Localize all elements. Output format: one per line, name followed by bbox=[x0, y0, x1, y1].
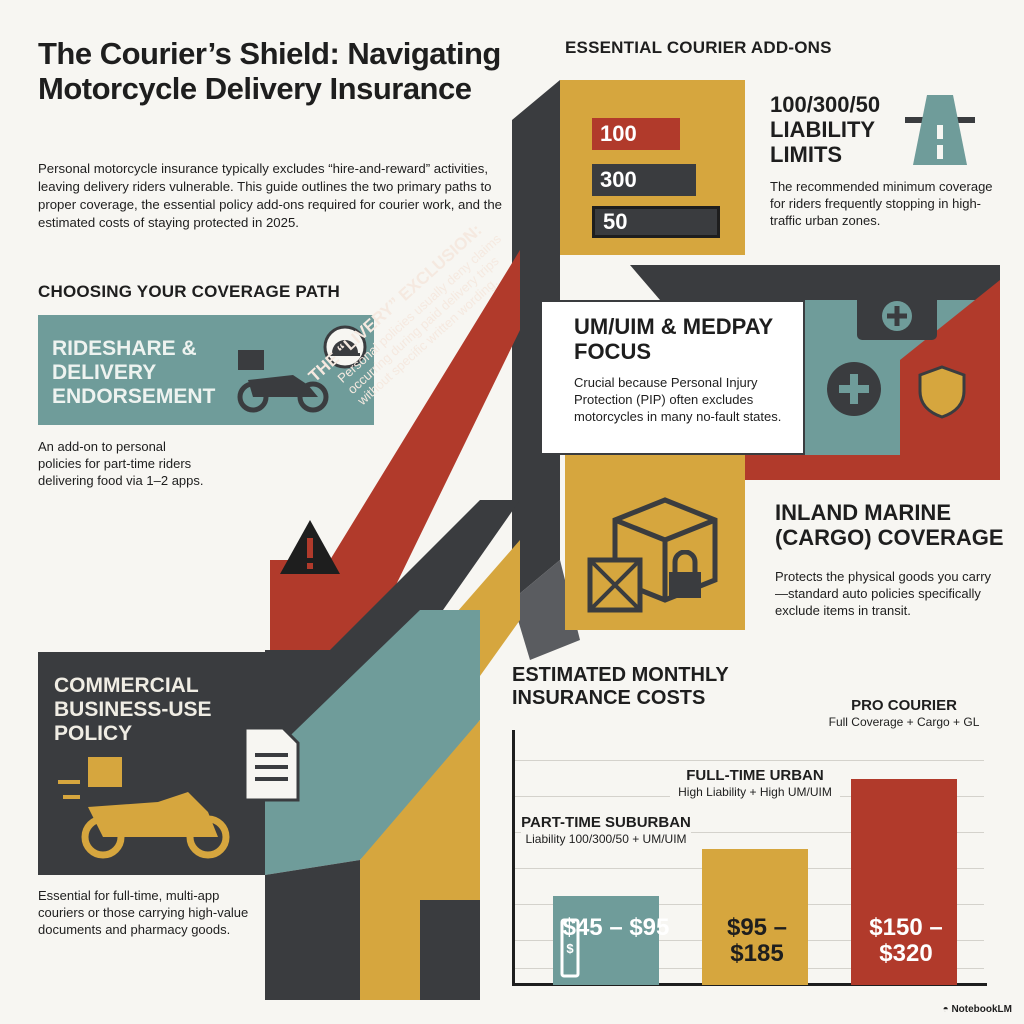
category-label: PART-TIME SUBURBAN bbox=[521, 813, 691, 831]
medical-cross-icon bbox=[827, 362, 881, 416]
commercial-title: COMMERCIAL BUSINESS-USE POLICY bbox=[54, 674, 212, 745]
rideshare-text: An add-on to personal policies for part-… bbox=[38, 439, 204, 488]
category-subtitle: High Liability + High UM/UIM bbox=[678, 784, 832, 799]
bar-0 bbox=[553, 895, 659, 985]
rideshare-title: RIDESHARE & DELIVERY ENDORSEMENT bbox=[52, 337, 216, 408]
shield-icon bbox=[918, 365, 966, 419]
umuim-card: UM/UIM & MEDPAY FOCUS Crucial because Pe… bbox=[540, 300, 805, 455]
brand-label: NotebookLM bbox=[951, 1004, 1012, 1015]
notebooklm-brand: ◓ NotebookLM bbox=[942, 1004, 1012, 1015]
svg-text:$: $ bbox=[566, 941, 574, 956]
limits-card: 100 300 50 bbox=[560, 80, 745, 255]
packages-icon bbox=[587, 497, 718, 613]
padlock-icon bbox=[669, 550, 701, 598]
warning-icon bbox=[280, 520, 340, 574]
document-icon bbox=[243, 726, 300, 802]
gridline bbox=[514, 832, 984, 833]
money-icon: $ bbox=[560, 918, 580, 978]
highway-icon bbox=[905, 95, 975, 165]
limit-bar-50: 50 bbox=[592, 206, 720, 238]
rideshare-card: RIDESHARE & DELIVERY ENDORSEMENT bbox=[38, 315, 374, 425]
intro-text: Personal motorcycle insurance typically … bbox=[38, 161, 503, 230]
price-label: $45 – $95 bbox=[562, 914, 670, 941]
umuim-title: UM/UIM & MEDPAY FOCUS bbox=[574, 314, 773, 364]
cargo-card bbox=[565, 455, 745, 630]
commercial-card: COMMERCIAL BUSINESS-USE POLICY bbox=[38, 652, 265, 875]
category-label: PRO COURIER bbox=[851, 696, 957, 714]
category-label: FULL-TIME URBAN bbox=[686, 766, 824, 784]
commercial-text: Essential for full-time, multi-app couri… bbox=[38, 888, 249, 937]
addons-heading: ESSENTIAL COURIER ADD-ONS bbox=[565, 38, 832, 57]
price-label: $95 – $185 bbox=[726, 914, 788, 967]
page-title: The Courier’s Shield: Navigating Motorcy… bbox=[38, 36, 501, 106]
umuim-text: Crucial because Personal Injury Protecti… bbox=[574, 375, 782, 424]
gridline bbox=[514, 760, 984, 761]
food-cloche-icon bbox=[323, 325, 367, 369]
bar-2 bbox=[851, 778, 957, 985]
limit-bar-100: 100 bbox=[592, 118, 680, 150]
category-subtitle: Full Coverage + Cargo + GL bbox=[828, 714, 980, 729]
bar-1 bbox=[702, 848, 808, 985]
limits-title: 100/300/50 LIABILITY LIMITS bbox=[770, 92, 881, 167]
motorcycle-icon bbox=[237, 350, 329, 413]
medical-kit-icon bbox=[857, 282, 937, 340]
y-axis bbox=[512, 730, 515, 986]
cargo-text: Protects the physical goods you carry—st… bbox=[775, 569, 992, 618]
cargo-title: INLAND MARINE (CARGO) COVERAGE bbox=[775, 500, 1004, 550]
limit-bar-300: 300 bbox=[592, 164, 696, 196]
delivery-motorcycle-icon bbox=[58, 757, 230, 859]
limits-text: The recommended minimum coverage for rid… bbox=[770, 179, 993, 228]
chart-title: ESTIMATED MONTHLY INSURANCE COSTS bbox=[512, 664, 729, 709]
coverage-heading: CHOOSING YOUR COVERAGE PATH bbox=[38, 282, 340, 301]
price-label: $150 – $320 bbox=[869, 914, 943, 967]
category-subtitle: Liability 100/300/50 + UM/UIM bbox=[525, 831, 687, 846]
